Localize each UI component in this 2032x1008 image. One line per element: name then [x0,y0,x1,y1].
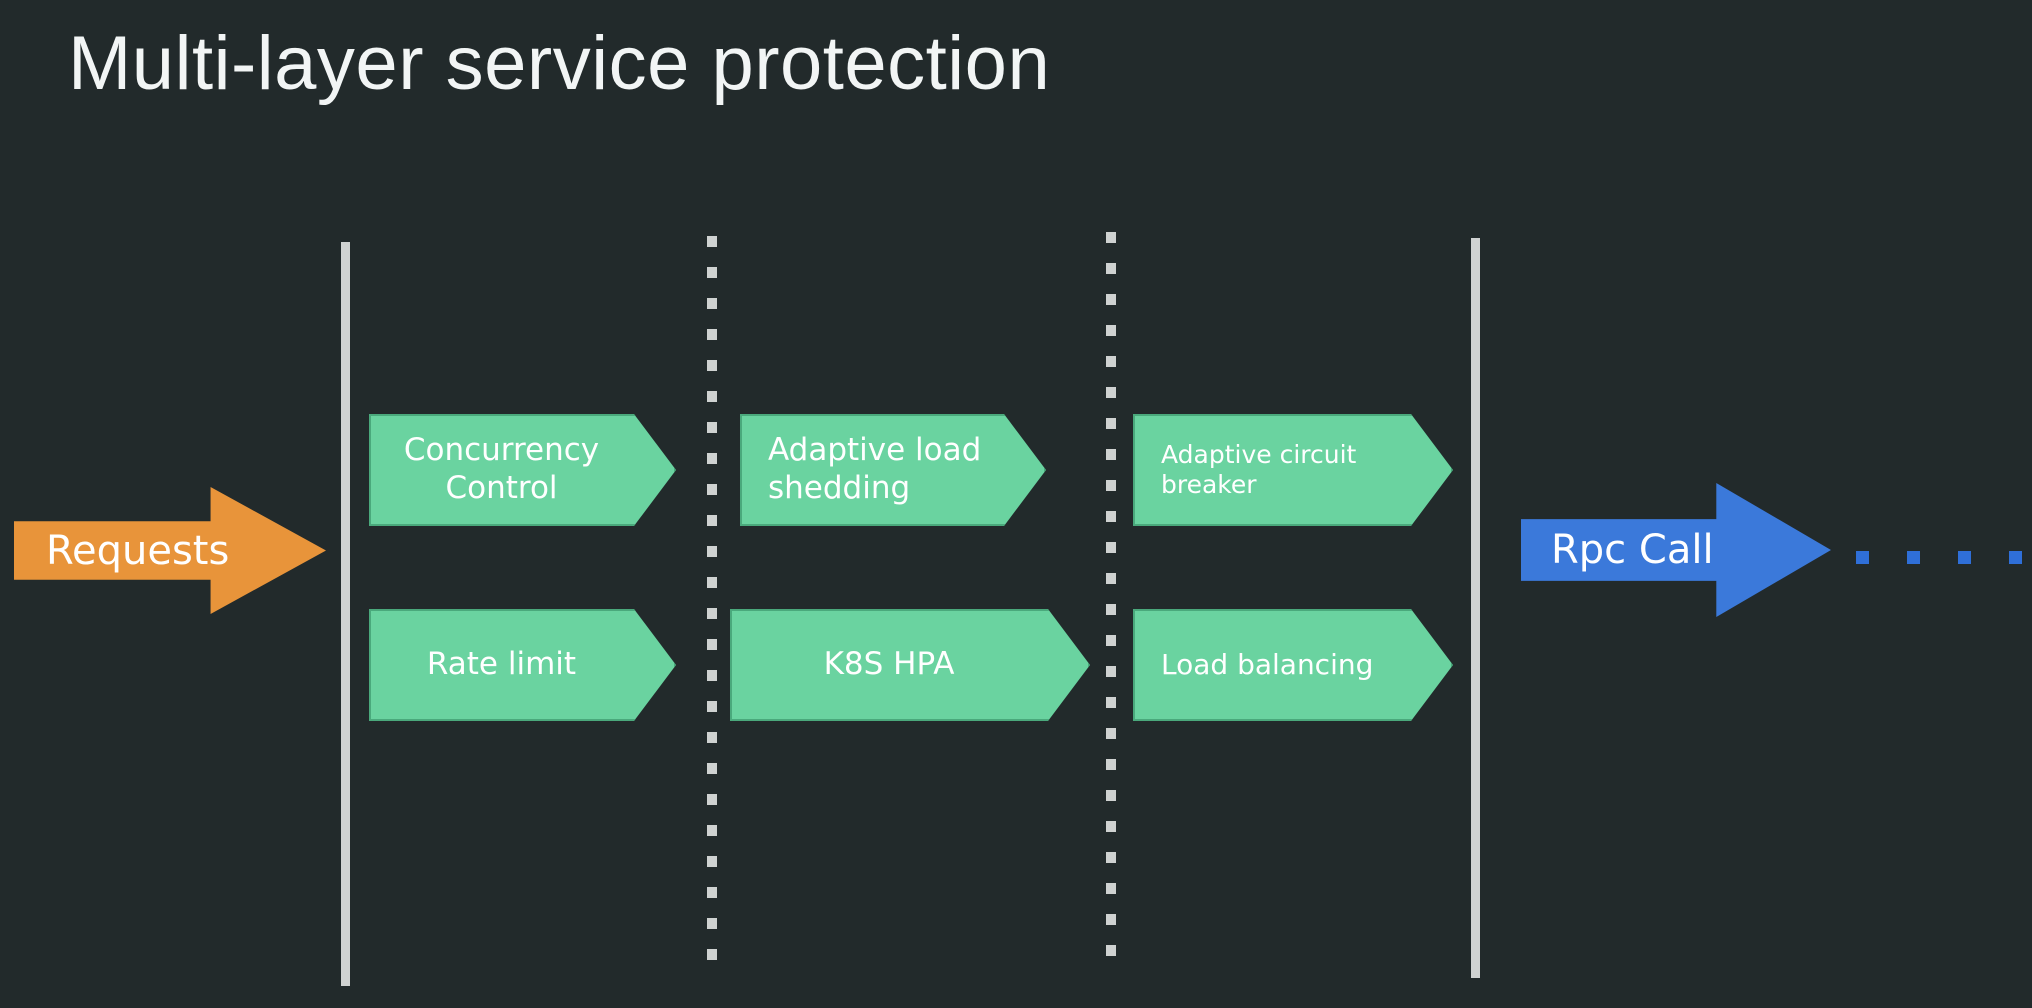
stage-k8s-hpa[interactable]: K8S HPA [730,609,1090,721]
page-title: Multi-layer service protection [68,21,1051,106]
requests-arrow[interactable]: Requests [14,487,326,614]
stage-adaptive-load-shedding[interactable]: Adaptive load shedding [740,414,1046,526]
rpc-call-label: Rpc Call [1551,527,1714,573]
stage-adaptive-circuit-breaker-label: Adaptive circuit breaker [1161,439,1357,499]
stage-concurrency-control[interactable]: Concurrency Control [369,414,676,526]
trailing-dot-icon [1907,551,1920,564]
layer-divider-1-line [707,236,717,972]
stage-adaptive-load-shedding-label: Adaptive load shedding [768,432,982,506]
service-edge-left-line [341,242,350,986]
stage-k8s-hpa-label: K8S HPA [823,646,955,683]
rpc-call-arrow[interactable]: Rpc Call [1521,483,1831,617]
stage-rate-limit-label: Rate limit [426,646,577,683]
trailing-dot-icon [2009,551,2022,564]
stage-rate-limit[interactable]: Rate limit [369,609,676,721]
requests-label: Requests [46,527,230,574]
trailing-dots [1856,551,2022,564]
service-edge-right-line [1471,238,1480,978]
stage-adaptive-circuit-breaker[interactable]: Adaptive circuit breaker [1133,414,1453,526]
trailing-dot-icon [1958,551,1971,564]
stage-load-balancing[interactable]: Load balancing [1133,609,1453,721]
trailing-dot-icon [1856,551,1869,564]
stage-load-balancing-label: Load balancing [1161,647,1374,681]
stage-concurrency-control-label: Concurrency Control [403,432,600,506]
layer-divider-2-line [1106,232,1116,972]
